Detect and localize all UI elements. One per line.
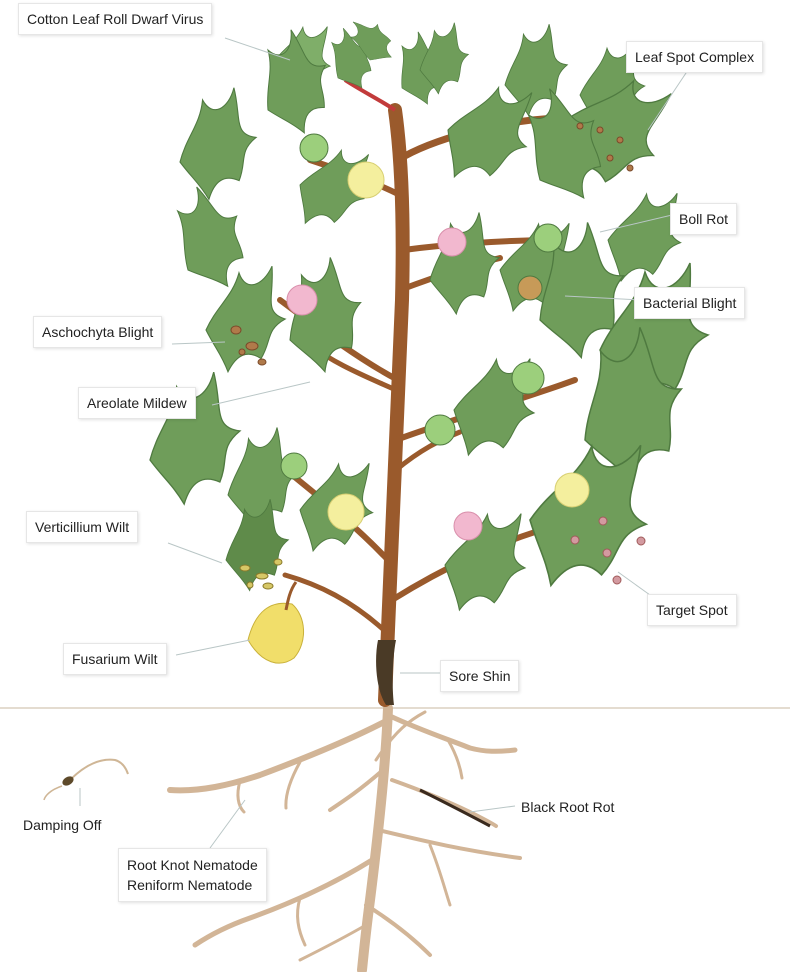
black-root-rot-lesion	[420, 790, 490, 826]
label-target-spot: Target Spot	[647, 594, 737, 626]
root-system	[170, 708, 520, 970]
label-leaf-spot-complex: Leaf Spot Complex	[626, 41, 763, 73]
label-bacterial-blight: Bacterial Blight	[634, 287, 745, 319]
label-cotton-leaf-roll-dwarf-virus: Cotton Leaf Roll Dwarf Virus	[18, 3, 212, 35]
label-verticillium-wilt: Verticillium Wilt	[26, 511, 138, 543]
leaves	[137, 16, 708, 620]
label-areolate-mildew: Areolate Mildew	[78, 387, 196, 419]
label-fusarium-wilt: Fusarium Wilt	[63, 643, 167, 675]
fusarium-wilted-leaf	[248, 603, 304, 663]
label-root-knot-nematode: Root Knot Nematode	[127, 855, 258, 875]
label-reniform-nematode: Reniform Nematode	[127, 875, 258, 895]
label-nematodes: Root Knot Nematode Reniform Nematode	[118, 848, 267, 902]
damping-off-seedling	[44, 760, 128, 800]
label-aschochyta-blight: Aschochyta Blight	[33, 316, 162, 348]
label-damping-off: Damping Off	[21, 814, 103, 836]
label-boll-rot: Boll Rot	[670, 203, 737, 235]
label-black-root-rot: Black Root Rot	[519, 796, 616, 818]
label-sore-shin: Sore Shin	[440, 660, 519, 692]
